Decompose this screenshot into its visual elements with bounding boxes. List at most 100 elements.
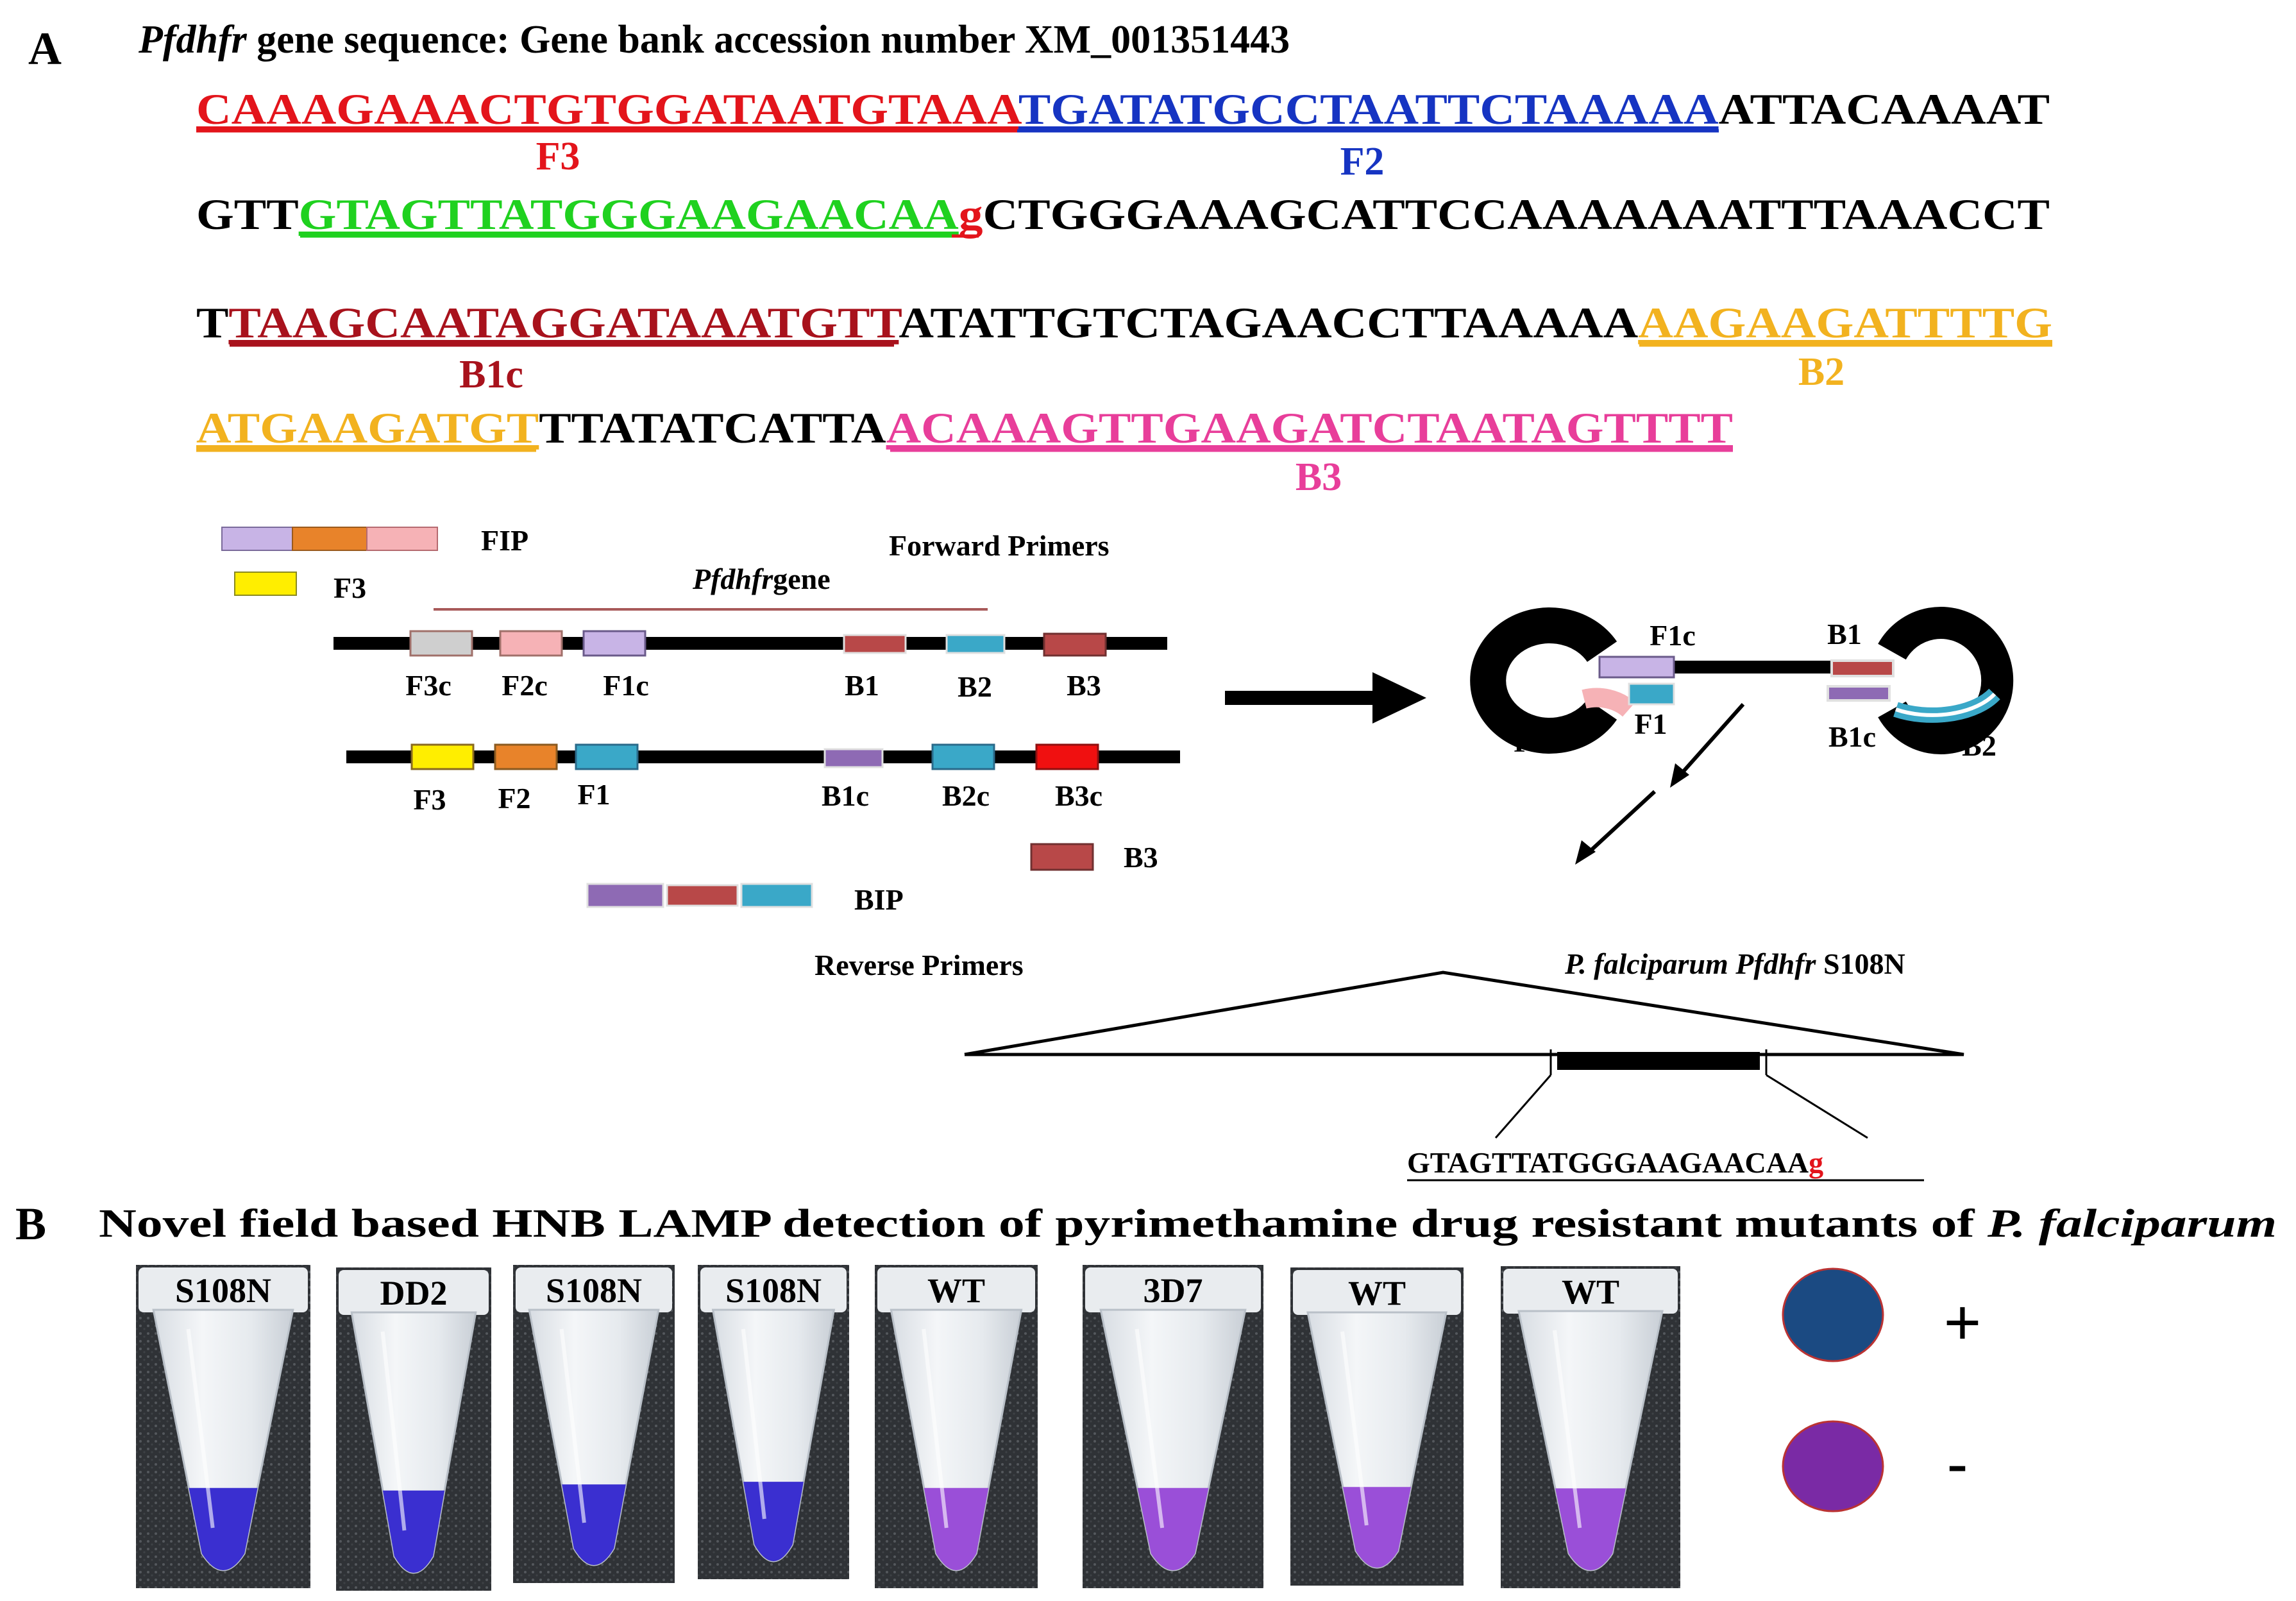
tube-liquid (189, 1487, 258, 1570)
seq-b1c-region: TAAGCAATAGGATAAATGTT (228, 298, 902, 347)
dumbbell-f1 (1628, 682, 1675, 706)
tube-liquid (1137, 1487, 1209, 1570)
tube-liquid (382, 1490, 445, 1573)
site-f1c (582, 630, 646, 657)
tube-cap (139, 1267, 308, 1312)
tube-highlight (1340, 1331, 1369, 1526)
seq-line3-head: T (196, 298, 228, 347)
panel-a-letter: A (28, 23, 62, 74)
tube-cap (1085, 1267, 1261, 1312)
tube-label: WT (1562, 1273, 1619, 1311)
tube-1: S108N (136, 1265, 310, 1588)
seq-f2-region: TGATATGCCTAATTCTAAAAA (1018, 85, 1719, 133)
panel-b-title-italic: P. falciparum (1987, 1202, 2277, 1246)
tube-label: 3D7 (1144, 1271, 1203, 1310)
label-bottom-f3: F3 (413, 783, 446, 816)
tube-3: S108N (513, 1265, 675, 1583)
f3-primer (234, 572, 297, 596)
label-f3: F3 (536, 135, 580, 178)
tube-label: S108N (725, 1271, 822, 1310)
gene-label-rest: gene (773, 563, 830, 595)
panel-b-title-main: Novel field based HNB LAMP detection of … (99, 1202, 1988, 1246)
seq-b3-region: ACAAAGTTGAAGATCTAATAGTTTT (886, 403, 1733, 452)
seq-b2-region-a: AAGAAGATTTTG (1638, 298, 2052, 347)
seq-f3-region: CAAAGAAACTGTGGATAATGTAAA (196, 85, 1022, 133)
seq-line2-head: GTT (196, 190, 299, 239)
flow-arrow-2-head (1575, 840, 1596, 865)
tube-4: S108N (698, 1265, 849, 1579)
label-b2: B2 (1798, 350, 1844, 394)
tube-highlight (741, 1328, 766, 1520)
tube-label: WT (927, 1271, 985, 1310)
legend-negative-dot (1782, 1420, 1884, 1512)
fip-segment-f2c (366, 527, 438, 551)
reverse-primers-label: Reverse Primers (815, 949, 1024, 981)
seq-line1-tail: ATTACAAAAT (1719, 85, 2050, 133)
legend-positive-dot (1782, 1267, 1884, 1362)
label-bottom-b1c: B1c (822, 779, 869, 812)
tube-cap (516, 1267, 672, 1312)
tube-label: WT (1348, 1274, 1406, 1312)
forward-primers-label: Forward Primers (889, 529, 1110, 562)
zoom-triangle (964, 970, 1964, 1056)
species-label-rest: S108N (1816, 947, 1905, 980)
site-b1c (823, 748, 884, 768)
flow-arrow-2-line (1586, 790, 1657, 855)
seq-line2-tail: CTGGGAAAGCATTCCAAAAAAATTTAAACCT (983, 190, 2050, 239)
label-b1c: B1c (459, 353, 523, 396)
site-f1 (575, 743, 639, 770)
zoom-region-bar (1557, 1052, 1760, 1070)
flow-arrow-1-line (1678, 703, 1745, 776)
zoom-line-right (1766, 1074, 1868, 1139)
tube-highlight (1135, 1328, 1165, 1529)
tube-highlight (922, 1328, 949, 1529)
dumbbell-right-loop (1878, 607, 2014, 754)
site-f3 (410, 743, 475, 770)
label-top-f1c: F1c (603, 669, 649, 702)
dumbbell-b1c (1827, 685, 1891, 702)
site-f2c (499, 630, 563, 657)
dumbbell-f2c-segment (1582, 688, 1635, 717)
tube-highlight (1553, 1330, 1582, 1529)
dumbbell-label-f1: F1 (1634, 707, 1667, 740)
flow-arrow-1-head (1670, 763, 1689, 788)
label-b3: B3 (1296, 455, 1342, 499)
tube-2: DD2 (336, 1267, 491, 1591)
tube-cap (1503, 1269, 1678, 1314)
zoom-sequence-main: GTAGTTATGGGAAGAACAA (1407, 1146, 1809, 1179)
fip-label: FIP (481, 524, 528, 557)
f3-primer-label: F3 (333, 572, 366, 604)
legend-positive-symbol: + (1944, 1287, 1981, 1359)
species-label: P. falciparum Pfdhfr S108N (1564, 947, 1905, 980)
label-bottom-b2c: B2c (942, 779, 990, 812)
panel-b-letter: B (15, 1198, 46, 1249)
tube-cap (877, 1267, 1035, 1312)
site-b3 (1043, 632, 1107, 657)
tube-cap (700, 1267, 847, 1312)
seq-line3-mid: ATATTGTCTAGAACCTTAAAAA (899, 298, 1638, 347)
site-f3c (409, 630, 473, 657)
tube-liquid (1342, 1487, 1412, 1568)
tube-highlight (559, 1328, 586, 1523)
dumbbell-f1c (1598, 656, 1675, 679)
dumbbell-b1 (1830, 659, 1895, 677)
label-top-f2c: F2c (502, 669, 548, 702)
panel-a-title: Pfdhfr gene sequence: Gene bank accessio… (138, 18, 1290, 62)
seq-line4-mid: TTATATCATTA (539, 403, 886, 452)
site-b2c (931, 743, 995, 770)
panel-b-title: Novel field based HNB LAMP detection of … (99, 1202, 2277, 1246)
dumbbell-label-b2: B2 (1962, 729, 1996, 762)
label-top-b3: B3 (1067, 669, 1101, 702)
seq-snp-base: g (959, 190, 983, 239)
tube-label: S108N (546, 1271, 642, 1310)
label-top-f3c: F3c (405, 669, 452, 702)
bip-segment-b1 (666, 884, 739, 907)
bip-segment-b2 (740, 883, 813, 908)
bip-segment-b1c (586, 883, 664, 908)
site-b1 (843, 634, 907, 654)
